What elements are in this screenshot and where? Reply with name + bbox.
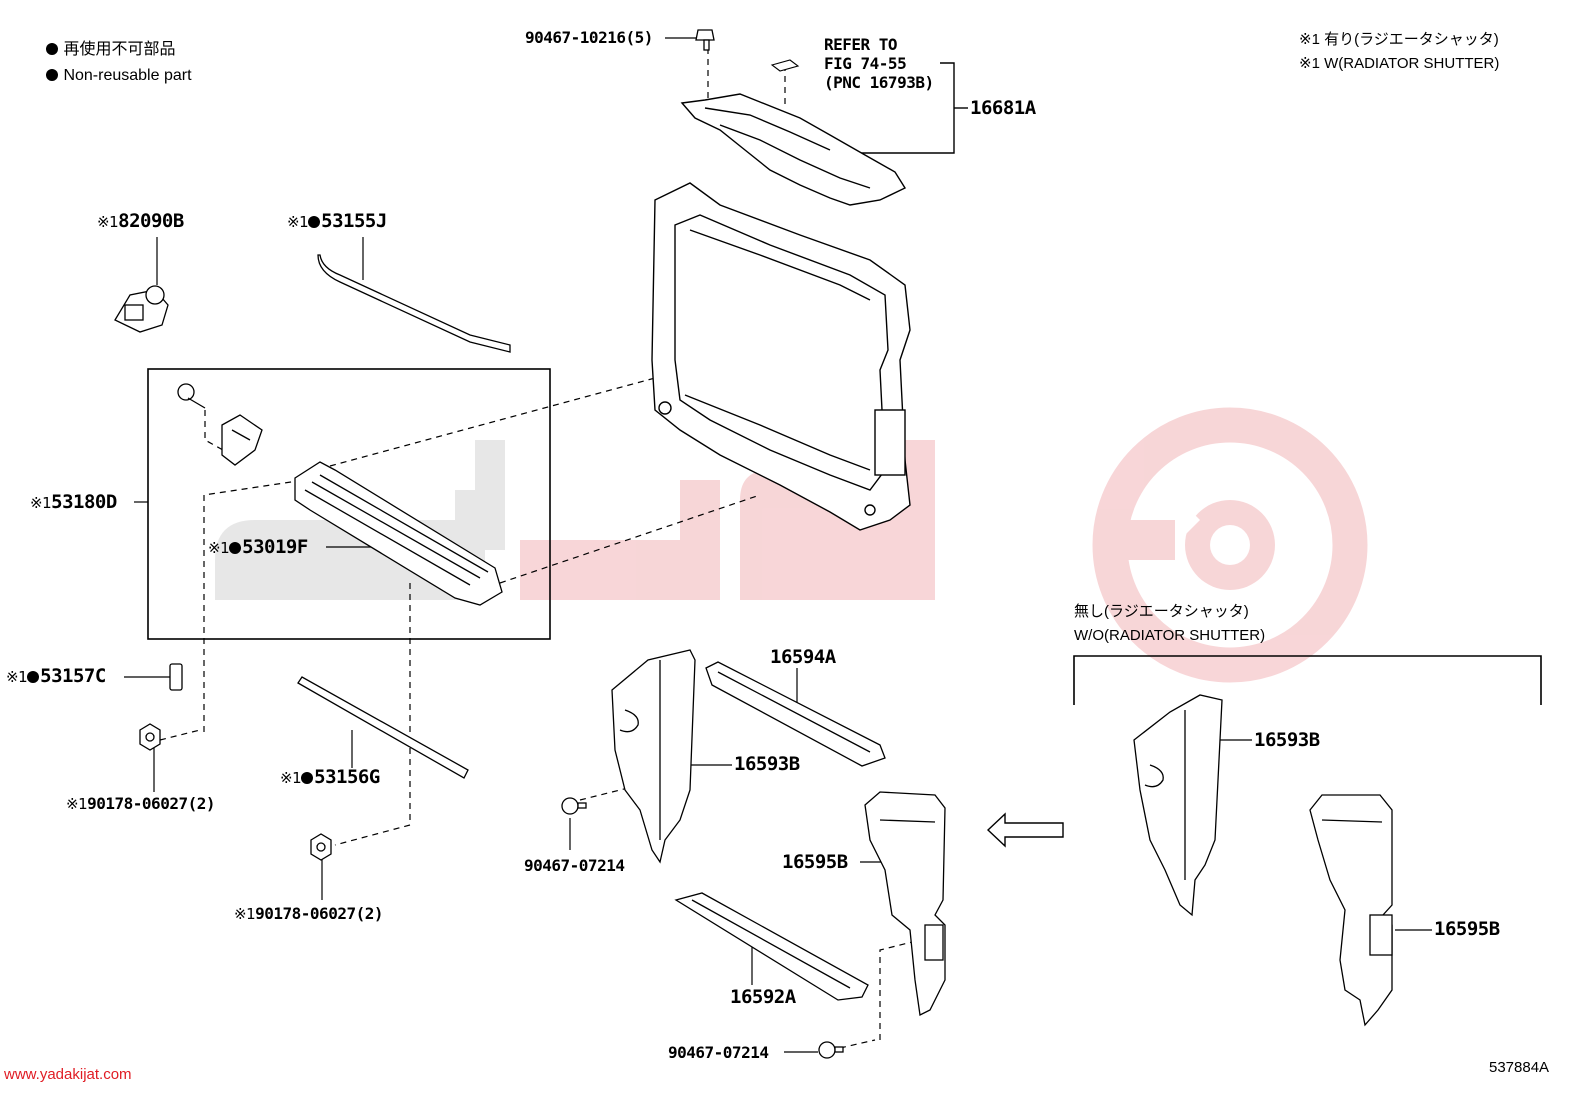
label-53157c-text: 53157C [40, 665, 106, 687]
part-16681a-shape [680, 93, 907, 206]
note-w-shutter-en: ※1 W(RADIATOR SHUTTER) [1299, 55, 1500, 72]
non-reusable-dot-icon [46, 43, 58, 55]
legend-jp: 再使用不可部品 [46, 42, 175, 58]
part-53019f-shape [294, 461, 503, 606]
wo-shutter-bracket [1073, 655, 1542, 705]
label-53155j-text: 53155J [321, 210, 387, 232]
label-16592a: 16592A [730, 986, 796, 1008]
non-reusable-dot-icon [27, 671, 40, 683]
part-16594a-shape [705, 661, 886, 767]
non-reusable-dot-icon [301, 772, 314, 784]
label-90467-10216: 90467-10216(5) [525, 28, 653, 47]
label-90178-b: ※190178-06027(2) [234, 906, 383, 922]
label-53180d: ※153180D [30, 493, 117, 512]
bolt-90467-10216-shape [695, 29, 715, 51]
label-16593b-left: 16593B [734, 753, 800, 775]
label-53156g-text: 53156G [314, 766, 380, 788]
bolt-90467-07214-b-shape [818, 1041, 844, 1059]
label-90467-07214-a: 90467-07214 [524, 856, 625, 875]
part-16593b-right-shape [1133, 694, 1223, 917]
mark-1: ※1 [280, 769, 302, 787]
note-wo-shutter-jp: 無し(ラジエータシャッタ) [1074, 603, 1249, 620]
note-wo-shutter-en: W/O(RADIATOR SHUTTER) [1074, 627, 1266, 644]
label-53019f: ※1 53019F [208, 538, 308, 557]
assembly-53180d-box [147, 368, 551, 640]
legend-jp-text: 再使用不可部品 [63, 41, 176, 58]
part-16595b-left-shape [864, 791, 946, 1016]
label-82090b-text: 82090B [118, 210, 184, 232]
direction-arrow-icon [986, 812, 1064, 848]
label-53156g: ※1 53156G [280, 768, 380, 787]
label-90467-07214-b: 90467-07214 [668, 1043, 769, 1062]
part-53155j-shape [317, 254, 511, 353]
part-53157c-shape [169, 663, 183, 691]
mark-1: ※1 [287, 213, 309, 231]
mark-1: ※1 [66, 795, 88, 813]
clip-bracket-shape [221, 414, 263, 466]
label-53180d-text: 53180D [51, 491, 117, 513]
label-90178-a: ※190178-06027(2) [66, 796, 215, 812]
part-16595b-right-shape [1309, 794, 1393, 1027]
bolt-90467-07214-a-shape [561, 797, 587, 815]
mark-1: ※1 [208, 539, 230, 557]
nut-90178-a-shape [139, 723, 161, 751]
label-53157c: ※1 53157C [6, 667, 106, 686]
label-53155j: ※1 53155J [287, 212, 387, 231]
refer-line3: (PNC 16793B) [824, 73, 934, 92]
non-reusable-dot-icon [46, 69, 58, 81]
bolt-shape [177, 383, 206, 409]
part-53156g-shape [297, 676, 469, 779]
label-53019f-text: 53019F [242, 536, 308, 558]
legend-en-text: Non-reusable part [63, 67, 192, 84]
part-16592a-shape [674, 892, 869, 1001]
nut-90178-b-shape [310, 833, 332, 861]
label-16595b-left: 16595B [782, 851, 848, 873]
watermark-site-link[interactable]: www.yadakijat.com [4, 1066, 132, 1083]
label-16681a: 16681A [970, 97, 1036, 119]
label-16593b-right: 16593B [1254, 729, 1320, 751]
mark-1: ※1 [6, 668, 28, 686]
radiator-support-frame [651, 182, 911, 531]
non-reusable-dot-icon [308, 216, 321, 228]
mark-1: ※1 [97, 213, 119, 231]
refer-line1: REFER TO [824, 35, 898, 54]
legend-en: Non-reusable part [46, 68, 192, 84]
part-82090b-shape [114, 285, 169, 333]
label-16595b-right: 16595B [1434, 918, 1500, 940]
label-90178-a-text: 90178-06027(2) [87, 794, 215, 813]
non-reusable-dot-icon [229, 542, 242, 554]
note-w-shutter-jp: ※1 有り(ラジエータシャッタ) [1299, 31, 1499, 48]
refer-line2: FIG 74-55 [824, 54, 907, 73]
label-16594a: 16594A [770, 646, 836, 668]
figure-id: 537884A [1489, 1059, 1550, 1076]
part-16593b-left-shape [611, 649, 696, 864]
mark-1: ※1 [30, 494, 52, 512]
mark-1: ※1 [234, 905, 256, 923]
label-82090b: ※182090B [97, 212, 184, 231]
label-90178-b-text: 90178-06027(2) [255, 904, 383, 923]
